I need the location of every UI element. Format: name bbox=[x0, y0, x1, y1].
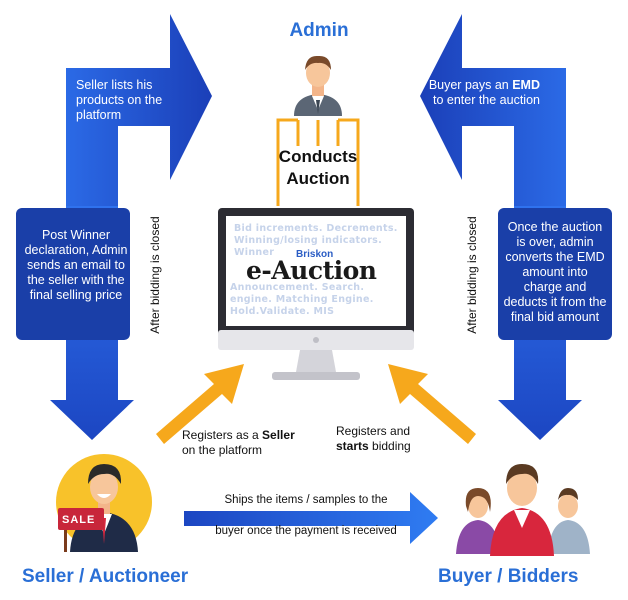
seller-lists-text: Seller lists his products on the platfor… bbox=[76, 78, 163, 122]
admin-title: Admin bbox=[289, 20, 349, 41]
conducts-line2: Auction bbox=[286, 169, 350, 188]
register-seller-bold: Seller bbox=[262, 428, 295, 442]
seller-register-arrow bbox=[156, 364, 244, 444]
once-auction-text: Once the auction is over, admin converts… bbox=[503, 220, 607, 324]
buyer-pays-emd: EMD bbox=[512, 78, 540, 92]
buyer-pays-pre: Buyer pays an bbox=[428, 78, 509, 92]
conducts-line1: Conducts bbox=[278, 147, 358, 166]
after-bidding-right-label: After bidding is closed bbox=[465, 216, 479, 334]
seller-title: Seller / Auctioneer bbox=[22, 566, 189, 587]
conducts-auction-label: Conducts Auction bbox=[262, 146, 374, 190]
buyer-group-icon bbox=[456, 464, 590, 556]
admin-avatar-icon bbox=[294, 55, 342, 116]
once-auction-box bbox=[498, 208, 612, 340]
admin-connectors bbox=[276, 118, 360, 206]
sale-sign-icon bbox=[58, 508, 104, 552]
product-name: e-Auction bbox=[246, 256, 377, 285]
seller-avatar-icon bbox=[56, 454, 152, 552]
sale-sign-label: SALE bbox=[62, 514, 96, 526]
register-bidder-post: bidding bbox=[372, 439, 411, 453]
brand-logo-text: Briskon bbox=[296, 249, 334, 260]
screen-features-top: Bid increments. Decrements. Winning/losi… bbox=[234, 223, 398, 258]
post-winner-box bbox=[16, 208, 130, 340]
monitor-icon bbox=[218, 208, 414, 380]
register-seller-post: on the platform bbox=[182, 443, 263, 457]
register-seller-pre: Registers as a bbox=[182, 428, 259, 442]
register-bidder-text: Registers and starts bidding bbox=[336, 424, 446, 454]
left-top-arrow bbox=[66, 14, 212, 206]
buyer-title: Buyer / Bidders bbox=[438, 566, 579, 587]
bidder-register-arrow bbox=[388, 364, 476, 444]
after-bidding-left-label: After bidding is closed bbox=[148, 216, 162, 334]
right-top-arrow bbox=[420, 14, 566, 206]
shipping-arrow bbox=[184, 492, 438, 544]
register-seller-text: Registers as a Seller on the platform bbox=[182, 428, 322, 458]
shipping-line2: buyer once the payment is received bbox=[215, 525, 397, 537]
buyer-pays-post: to enter the auction bbox=[432, 93, 540, 107]
screen-features-bottom: Announcement. Search. engine. Matching E… bbox=[230, 282, 374, 317]
register-bidder-bold: starts bbox=[336, 439, 369, 453]
buyer-pays-text: Buyer pays an EMD to enter the auction bbox=[428, 78, 540, 108]
post-winner-text: Post Winner declaration, Admin sends an … bbox=[24, 228, 128, 302]
register-bidder-pre: Registers and bbox=[336, 424, 411, 438]
shipping-line1: Ships the items / samples to the bbox=[224, 494, 388, 506]
